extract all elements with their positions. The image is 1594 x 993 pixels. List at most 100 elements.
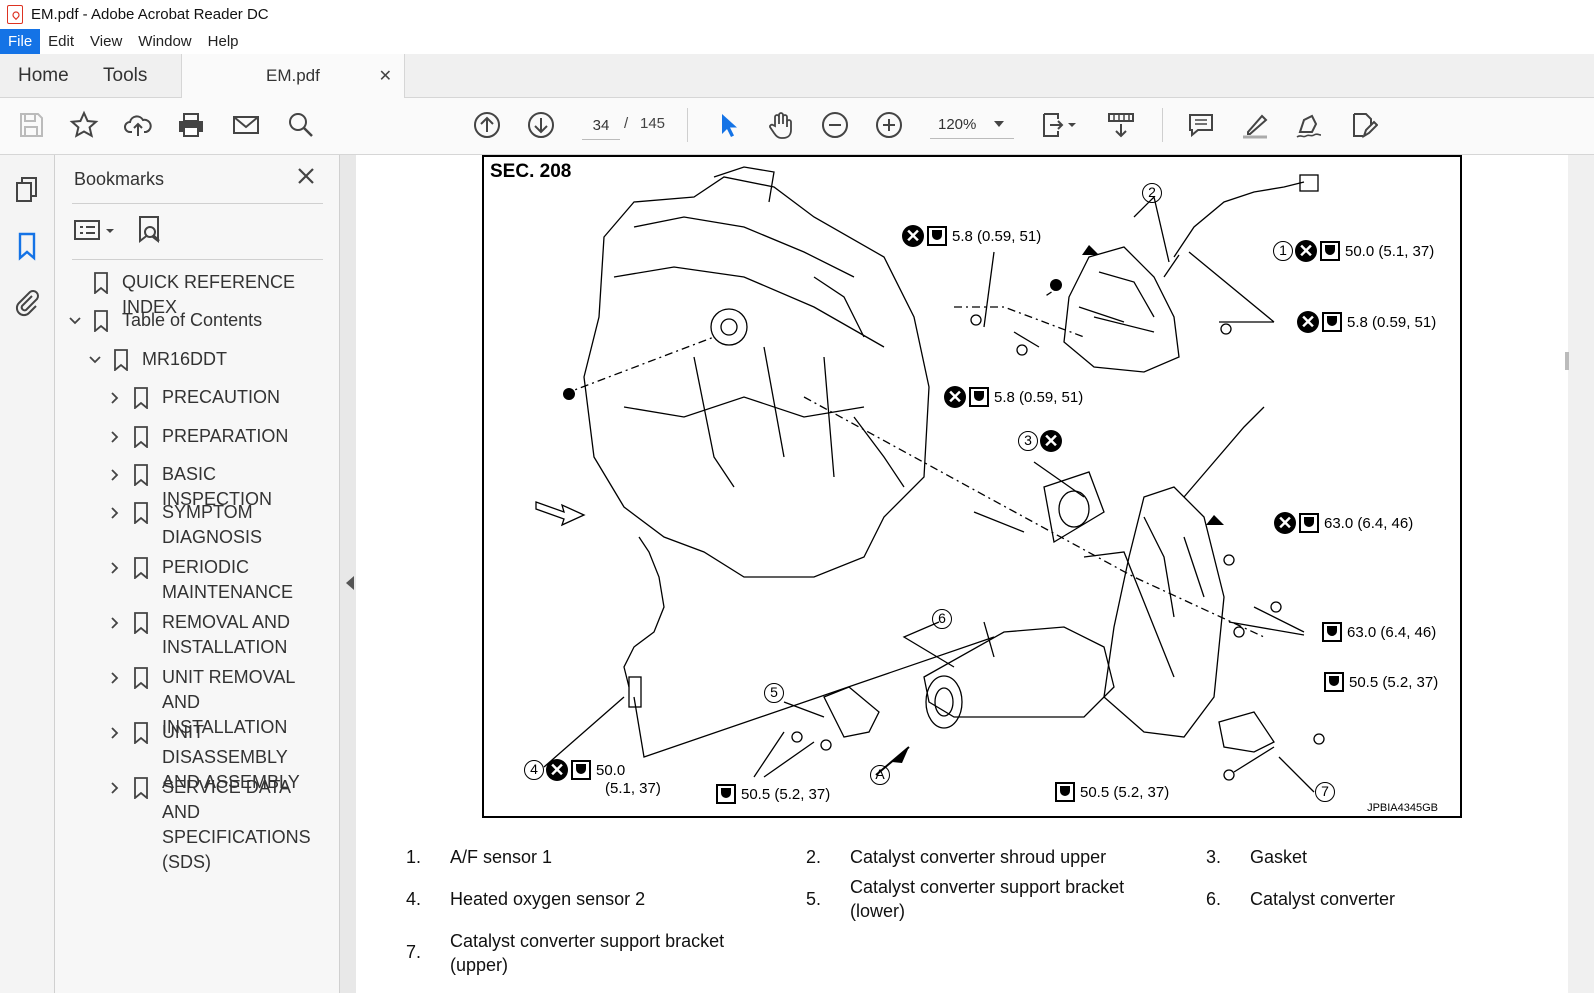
sign-icon[interactable] (1292, 108, 1326, 142)
menu-help[interactable]: Help (207, 33, 239, 50)
attachments-icon[interactable] (12, 287, 42, 317)
chevron-right-icon[interactable] (108, 391, 122, 405)
select-arrow-icon[interactable] (710, 108, 744, 142)
chevron-down-icon[interactable] (68, 314, 82, 328)
bookmark-icon (134, 667, 148, 689)
figure-id: JPBIA4345GB (1367, 802, 1438, 814)
part-number-1: 1 (1273, 241, 1293, 261)
scroll-mode-icon[interactable] (1104, 108, 1138, 142)
chevron-right-icon[interactable] (108, 506, 122, 520)
acrobat-pdf-icon (7, 5, 23, 24)
tab-document[interactable]: EM.pdf ✕ (181, 54, 405, 98)
torque-value: 50.0 (596, 761, 626, 779)
chevron-right-icon[interactable] (108, 468, 122, 482)
find-bookmark-icon[interactable] (136, 215, 164, 245)
chevron-right-icon[interactable] (108, 671, 122, 685)
menu-bar: File Edit View Window Help (0, 29, 1594, 54)
edit-pdf-icon[interactable] (1346, 108, 1380, 142)
zoom-in-icon[interactable] (872, 108, 906, 142)
page-fit-dropdown-icon[interactable] (1062, 108, 1082, 142)
menu-edit[interactable]: Edit (48, 33, 75, 50)
legend-text: Catalyst converter (1250, 889, 1396, 909)
bookmark-icon (134, 387, 148, 409)
bookmark-item[interactable]: PRECAUTION (162, 387, 281, 407)
divider (72, 203, 323, 204)
bookmark-icon (134, 464, 148, 486)
callout-converter-nut-torque: ✕ 63.0 (6.4, 46) (1274, 512, 1413, 534)
page-number-input[interactable] (582, 111, 620, 140)
torque-value: 5.8 (0.59, 51) (994, 388, 1084, 406)
chevron-right-icon[interactable] (108, 616, 122, 630)
replace-icon: ✕ (1295, 240, 1317, 262)
bookmark-panel-icon[interactable] (12, 231, 42, 261)
divider (72, 259, 323, 260)
email-icon[interactable] (229, 108, 263, 142)
vertical-scrollbar[interactable] (1568, 155, 1594, 993)
chevron-right-icon[interactable] (108, 781, 122, 795)
bookmark-item[interactable]: UNIT DISASSEMBLY AND ASSEMBLY (162, 722, 300, 792)
bookmark-icon (134, 722, 148, 744)
torque-value: 63.0 (6.4, 46) (1347, 623, 1437, 641)
callout-upper-bracket-torque: 50.5 (5.2, 37) (1055, 782, 1169, 802)
bookmark-item[interactable]: UNIT REMOVAL AND INSTALLATION (162, 667, 295, 737)
replace-icon: ✕ (1274, 512, 1296, 534)
bookmark-item[interactable]: BASIC INSPECTION (162, 464, 273, 509)
bookmark-item[interactable]: MR16DDT (142, 349, 228, 369)
page-fit-icon[interactable] (1036, 108, 1070, 142)
tab-tools[interactable]: Tools (103, 65, 148, 86)
menu-window[interactable]: Window (138, 33, 192, 50)
print-icon[interactable] (174, 108, 208, 142)
bookmark-item[interactable]: QUICK REFERENCE INDEX (122, 272, 296, 317)
highlight-pen-icon[interactable] (1238, 108, 1272, 142)
legend-number: 2. (806, 847, 822, 867)
part-number-5: 5 (764, 683, 784, 703)
bookmark-item[interactable]: REMOVAL AND INSTALLATION (162, 612, 291, 657)
bookmark-item[interactable]: Table of Contents (122, 310, 263, 330)
legend-number: 5. (806, 889, 822, 909)
torque-value: 50.0 (5.1, 37) (1345, 242, 1435, 260)
bookmark-icon (134, 426, 148, 448)
bookmark-item[interactable]: SERVICE DATA AND SPECIFICATIONS (SDS) (162, 777, 311, 872)
zoom-out-icon[interactable] (818, 108, 852, 142)
page-total: 145 (640, 115, 666, 132)
chevron-right-icon[interactable] (108, 430, 122, 444)
legend-number: 1. (406, 847, 422, 867)
section-label: SEC. 208 (490, 161, 572, 182)
tab-document-label: EM.pdf (266, 66, 320, 85)
previous-page-icon[interactable] (470, 108, 504, 142)
chevron-down-icon[interactable] (88, 353, 102, 367)
chevron-right-icon[interactable] (108, 726, 122, 740)
bookmark-item[interactable]: PREPARATION (162, 426, 289, 446)
bookmark-item[interactable]: PERIODIC MAINTENANCE (162, 557, 294, 602)
cloud-upload-icon[interactable] (121, 108, 155, 142)
callout-view-a: A (870, 765, 892, 785)
comment-icon[interactable] (1184, 108, 1218, 142)
legend-number: 7. (406, 942, 422, 962)
replace-icon: ✕ (546, 759, 568, 781)
torque-icon (1055, 782, 1075, 802)
zoom-select[interactable]: 120% (930, 111, 1014, 139)
torque-value: 50.5 (5.2, 37) (741, 785, 831, 803)
torque-icon (1324, 672, 1344, 692)
bookmark-options-icon[interactable] (74, 219, 118, 243)
hand-tool-icon[interactable] (764, 108, 798, 142)
collapse-panel-handle[interactable] (346, 576, 354, 590)
save-icon[interactable] (14, 108, 48, 142)
next-page-icon[interactable] (524, 108, 558, 142)
search-icon[interactable] (284, 108, 318, 142)
page-thumbnails-icon[interactable] (12, 175, 42, 205)
title-bar: EM.pdf - Adobe Acrobat Reader DC (0, 0, 1594, 29)
tab-bar: Home Tools EM.pdf ✕ (0, 54, 1594, 98)
chevron-down-icon (994, 121, 1004, 127)
callout-upper-bracket: 7 (1315, 782, 1337, 802)
star-icon[interactable] (67, 108, 101, 142)
scrollbar-thumb[interactable] (1565, 352, 1569, 370)
chevron-right-icon[interactable] (108, 561, 122, 575)
callout-bracket-bolt-torque: 50.5 (5.2, 37) (1324, 672, 1438, 692)
menu-view[interactable]: View (90, 33, 123, 50)
close-icon[interactable] (295, 165, 317, 187)
menu-file[interactable]: File (0, 29, 41, 54)
bookmark-item[interactable]: SYMPTOM DIAGNOSIS (162, 502, 263, 547)
close-tab-icon[interactable]: ✕ (378, 68, 392, 85)
tab-home[interactable]: Home (18, 65, 69, 86)
